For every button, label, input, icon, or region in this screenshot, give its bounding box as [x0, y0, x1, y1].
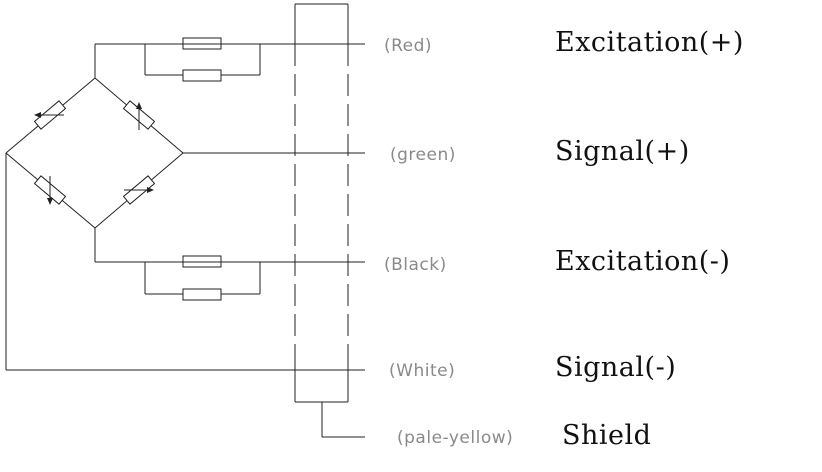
cable-sheath — [294, 3, 365, 438]
compensation-resistor — [182, 288, 222, 301]
signal-label-shield: Shield — [562, 420, 651, 451]
signal-label-signal-minus: Signal(-) — [555, 352, 676, 383]
wire-color-label-black: (Black) — [384, 255, 447, 275]
variable-arrow-icon — [124, 187, 154, 193]
variable-arrow-icon — [136, 102, 142, 130]
variable-arrow-icon — [47, 176, 53, 205]
wire-color-label-red: (Red) — [384, 36, 432, 56]
wire-color-label-green: (green) — [390, 145, 456, 165]
bottom-compensation-network — [94, 228, 261, 301]
wire-color-label-white: (White) — [389, 361, 455, 381]
compensation-resistor — [182, 69, 222, 82]
variable-arrow-icon — [34, 112, 64, 118]
signal-label-signal-plus: Signal(+) — [555, 136, 690, 167]
signal-label-excitation-plus: Excitation(+) — [555, 27, 744, 58]
wire-color-label-shield: (pale-yellow) — [397, 428, 513, 448]
signal-label-excitation-minus: Excitation(-) — [555, 246, 730, 277]
wheatstone-bridge — [5, 77, 184, 229]
output-leads — [5, 43, 365, 371]
